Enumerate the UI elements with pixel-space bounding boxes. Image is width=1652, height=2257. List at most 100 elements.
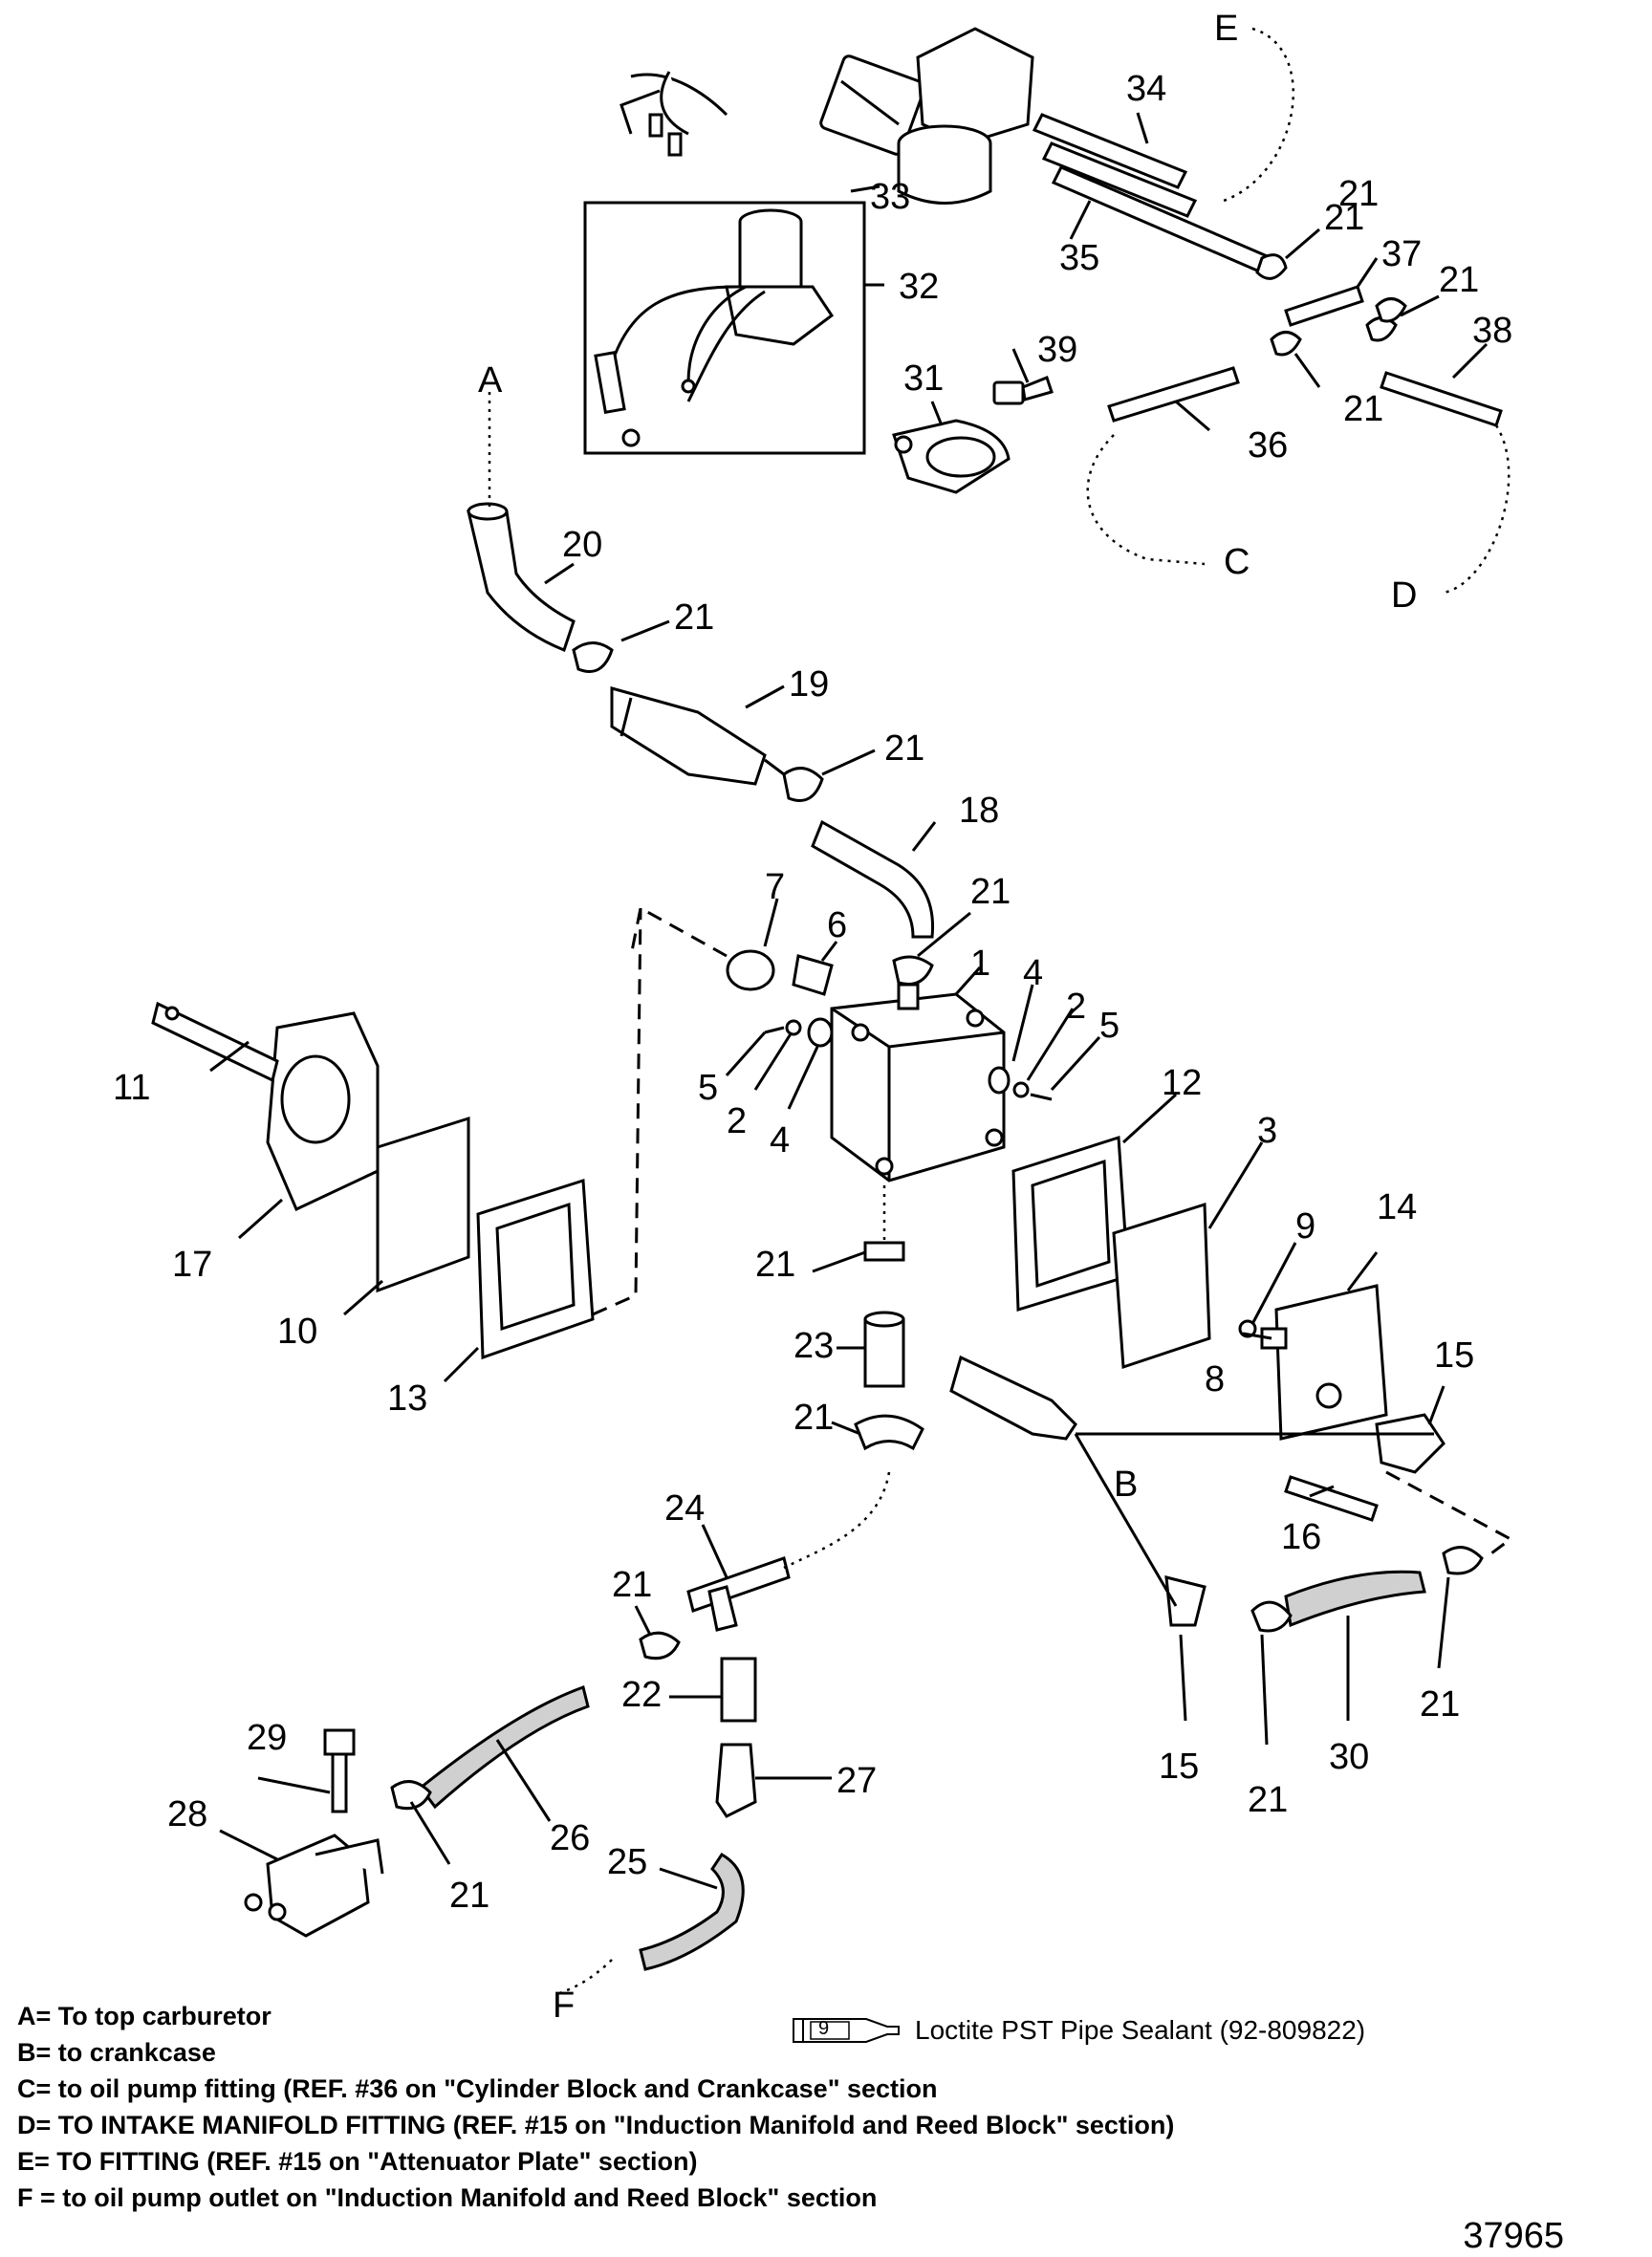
part-25-hose xyxy=(639,1853,745,1971)
callout-21b: 21 xyxy=(1439,260,1479,300)
callout-39: 39 xyxy=(1037,330,1077,370)
callout-21k: 21 xyxy=(1248,1780,1288,1820)
callout-29: 29 xyxy=(247,1718,287,1758)
callout-33: 33 xyxy=(870,177,910,217)
sealant-tube xyxy=(949,1355,1077,1441)
part-28-valve xyxy=(244,1834,384,1938)
callout-12: 12 xyxy=(1162,1063,1202,1103)
callout-6: 6 xyxy=(827,905,847,945)
note-b: B= to crankcase xyxy=(17,2038,216,2067)
ref-line-sealant xyxy=(1074,1432,1434,1607)
part-14-cover xyxy=(1274,1284,1388,1441)
callout-37: 37 xyxy=(1381,234,1422,274)
part-21-clamp-upper xyxy=(572,641,614,673)
callout-21j: 21 xyxy=(449,1876,489,1916)
callout-38: 38 xyxy=(1472,311,1512,351)
part-7-diaphragm xyxy=(726,949,775,991)
part-18-hose xyxy=(811,819,935,939)
part-29-bolt xyxy=(323,1728,356,1813)
sealant-legend: 9 Loctite PST Pipe Sealant (92-809822) xyxy=(792,2015,1365,2046)
callout-35: 35 xyxy=(1059,238,1099,278)
callout-21g: 21 xyxy=(755,1245,795,1285)
part-33-solenoid-valve xyxy=(620,27,1034,205)
part-32-solenoid-inset xyxy=(583,201,866,455)
part-23-sleeve xyxy=(863,1311,905,1388)
callout-26: 26 xyxy=(550,1818,590,1858)
callout-30: 30 xyxy=(1329,1737,1369,1777)
part-11-rod xyxy=(151,1001,279,1083)
ref-line-left-gasket xyxy=(592,905,728,1316)
callout-21a: 21 xyxy=(1324,198,1364,238)
callout-21h: 21 xyxy=(793,1398,834,1438)
callout-24: 24 xyxy=(664,1488,705,1529)
part-30-hose xyxy=(1284,1570,1426,1628)
note-a: A= To top carburetor xyxy=(17,2002,272,2030)
part-31-clamp xyxy=(892,419,1011,494)
callout-C: C xyxy=(1224,542,1250,582)
note-e: E= TO FITTING (REF. #15 on "Attenuator P… xyxy=(17,2147,698,2176)
sealant-legend-text: Loctite PST Pipe Sealant (92-809822) xyxy=(915,2015,1366,2045)
part-6-spring xyxy=(792,954,834,996)
callout-4b: 4 xyxy=(770,1120,790,1161)
callout-23: 23 xyxy=(793,1326,834,1366)
callout-22: 22 xyxy=(621,1675,662,1715)
callout-8: 8 xyxy=(1205,1359,1225,1400)
callout-21f: 21 xyxy=(970,872,1011,912)
callout-D: D xyxy=(1391,575,1417,616)
callout-34: 34 xyxy=(1126,69,1166,109)
part-10-gasket xyxy=(376,1116,470,1293)
ref-line-sleeve-tee xyxy=(783,1471,891,1570)
part-3-gasket xyxy=(1112,1202,1211,1370)
callout-11: 11 xyxy=(113,1068,150,1108)
callout-1: 1 xyxy=(970,944,990,984)
part-8-9-spring-washer xyxy=(1238,1319,1288,1350)
ref-line-F xyxy=(558,1959,613,1995)
callout-5b: 5 xyxy=(698,1068,718,1108)
callout-9: 9 xyxy=(1295,1206,1315,1247)
part-26-hose xyxy=(418,1685,590,1810)
callout-21e: 21 xyxy=(884,728,924,769)
part-1-pump-body xyxy=(830,983,1006,1183)
part-24-tee xyxy=(686,1556,791,1632)
callout-3: 3 xyxy=(1257,1111,1277,1151)
ref-line-C xyxy=(1086,434,1206,566)
callout-21i: 21 xyxy=(612,1565,652,1605)
callout-16: 16 xyxy=(1281,1517,1321,1557)
reference-notes: A= To top carburetor B= to crankcase C= … xyxy=(17,1998,1174,2216)
part-21-clamp-left xyxy=(390,1780,432,1811)
callout-32: 32 xyxy=(899,267,939,307)
callout-15b: 15 xyxy=(1159,1747,1199,1787)
callout-21d: 21 xyxy=(674,597,714,638)
sealant-tube-icon: 9 xyxy=(792,2016,902,2045)
drawing-number: 37965 xyxy=(1463,2216,1564,2256)
part-12-gasket xyxy=(1011,1135,1130,1313)
part-2-4-5-check-valves xyxy=(764,1017,1053,1101)
note-f: F = to oil pump outlet on "Induction Man… xyxy=(17,2183,878,2212)
part-19-fuel-filter xyxy=(610,686,785,786)
callout-E: E xyxy=(1214,9,1238,49)
part-21-clamp-sleeve xyxy=(854,1414,924,1451)
callout-15a: 15 xyxy=(1434,1335,1474,1376)
part-15-elbow-fitting xyxy=(1164,1413,1446,1627)
callout-B: B xyxy=(1114,1465,1138,1505)
part-22-sleeve xyxy=(720,1657,757,1723)
note-c: C= to oil pump fitting (REF. #36 on "Cyl… xyxy=(17,2074,938,2103)
leader-lines xyxy=(209,112,1489,1890)
part-20-hose xyxy=(467,502,576,652)
callout-10: 10 xyxy=(277,1312,317,1352)
callout-13: 13 xyxy=(387,1378,427,1419)
callout-17: 17 xyxy=(172,1245,212,1285)
part-34-35-hoses xyxy=(1032,113,1274,275)
callout-18: 18 xyxy=(959,791,999,831)
callout-20: 20 xyxy=(562,525,602,565)
callout-14: 14 xyxy=(1377,1187,1417,1227)
callout-21l: 21 xyxy=(1420,1684,1460,1725)
part-21-clamp-filter xyxy=(782,767,824,802)
part-21-clamp-tee xyxy=(639,1631,681,1660)
callout-4a: 4 xyxy=(1023,953,1043,993)
callout-19: 19 xyxy=(789,664,829,705)
callout-7: 7 xyxy=(765,867,785,907)
callout-2b: 2 xyxy=(727,1101,747,1141)
part-27-fitting xyxy=(715,1743,757,1818)
